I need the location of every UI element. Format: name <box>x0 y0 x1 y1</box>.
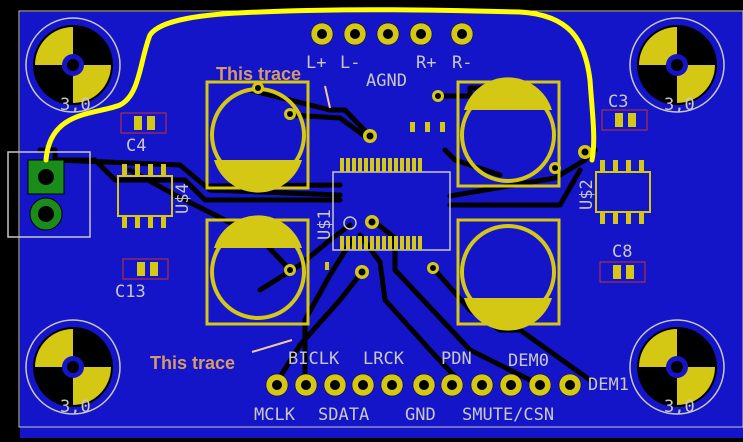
ic-u4[interactable] <box>117 164 173 228</box>
label-us2: U$2 <box>577 179 597 210</box>
label-l-minus: L- <box>340 53 360 73</box>
label-lrck: LRCK <box>363 349 405 369</box>
label-c3: C3 <box>608 92 628 112</box>
label-dem0: DEM0 <box>508 351 549 371</box>
label-dem1: DEM1 <box>588 375 629 395</box>
label-smute-csn: SMUTE/CSN <box>462 405 554 425</box>
label-r-plus: R+ <box>416 53 436 73</box>
label-mclk: MCLK <box>254 405 296 425</box>
label-gnd: GND <box>405 405 436 425</box>
label-l-plus: L+ <box>306 53 326 73</box>
hole-value-bl: 3,0 <box>60 397 91 417</box>
arrow-bottom <box>251 339 293 353</box>
label-us1: U$1 <box>315 209 335 240</box>
capacitor-c15[interactable] <box>432 77 561 188</box>
mounting-hole-br <box>629 319 725 415</box>
label-pdn: PDN <box>441 349 472 369</box>
capacitor-c6[interactable] <box>205 215 310 326</box>
left-connector-jack[interactable] <box>7 151 91 238</box>
mounting-hole-tr <box>629 17 725 113</box>
arrow-top <box>324 85 331 109</box>
ic-u1[interactable] <box>332 158 451 251</box>
label-c8: C8 <box>612 242 632 262</box>
vias <box>355 129 592 279</box>
label-biclk: BICLK <box>288 349 340 369</box>
small-smd-parts <box>325 122 445 270</box>
annotation-bottom: This trace <box>150 353 235 373</box>
ic-u2[interactable] <box>595 160 651 224</box>
mounting-hole-bl <box>25 319 121 415</box>
label-sdata: SDATA <box>318 405 369 425</box>
label-c4: C4 <box>126 136 146 156</box>
smd-cap-c13[interactable] <box>122 258 169 280</box>
highlighted-route[interactable] <box>43 7 597 163</box>
hole-value-tr: 3,0 <box>664 95 695 115</box>
capacitor-c5[interactable] <box>205 80 310 193</box>
bottom-header-connector[interactable] <box>265 373 582 397</box>
label-c13: C13 <box>115 282 146 302</box>
smd-cap-c8[interactable] <box>599 261 646 283</box>
smd-cap-c4[interactable] <box>120 112 167 134</box>
capacitor-c7[interactable] <box>427 218 561 331</box>
smd-cap-c3[interactable] <box>601 109 648 131</box>
top-header-connector[interactable] <box>310 22 474 46</box>
label-agnd: AGND <box>366 71 407 91</box>
hole-value-tl: 3,0 <box>60 95 91 115</box>
mounting-hole-tl <box>25 17 121 113</box>
label-us4: U$4 <box>173 183 193 214</box>
label-r-minus: R- <box>452 53 472 73</box>
annotation-top: This trace <box>216 64 301 84</box>
hole-value-br: 3,0 <box>664 397 695 417</box>
